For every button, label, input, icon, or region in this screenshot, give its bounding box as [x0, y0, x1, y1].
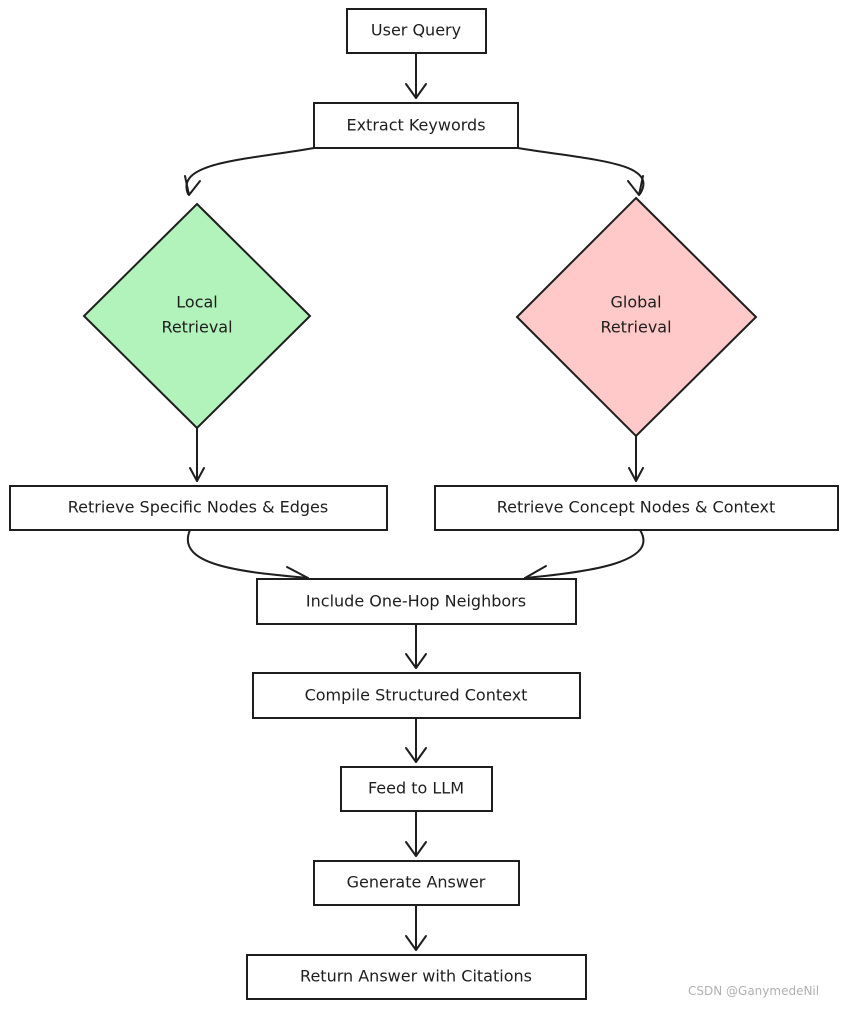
node-compile-context: Compile Structured Context [252, 672, 581, 719]
watermark-text: CSDN @GanymedeNil [688, 984, 820, 998]
edge-retrieve-specific-to-include-one-hop [186, 529, 309, 579]
diamond-shape [515, 196, 758, 438]
node-label: Retrieve Concept Nodes & Context [497, 498, 775, 517]
node-include-one-hop: Include One-Hop Neighbors [256, 578, 577, 625]
node-label: Compile Structured Context [305, 686, 528, 705]
node-label: Feed to LLM [368, 779, 464, 798]
diamond-shape [82, 202, 312, 430]
edge-retrieve-concept-to-include-one-hop [524, 529, 645, 579]
node-extract-keywords: Extract Keywords [313, 102, 519, 149]
node-label-line-2: Retrieval [600, 318, 671, 337]
node-label-line-1: Local [176, 293, 217, 312]
node-box [340, 766, 493, 812]
node-box [256, 578, 577, 625]
node-label: Extract Keywords [346, 116, 485, 135]
arrowhead [405, 653, 427, 669]
arrowhead [405, 83, 427, 99]
node-label: Include One-Hop Neighbors [306, 592, 526, 611]
node-box [434, 485, 839, 531]
node-global-retrieval: Global Retrieval [515, 196, 758, 438]
node-retrieve-concept: Retrieve Concept Nodes & Context [434, 485, 839, 531]
arrowhead [405, 935, 427, 951]
node-return-answer: Return Answer with Citations [246, 954, 587, 1000]
edge-extract-keywords-to-local-retrieval [185, 147, 315, 195]
arrowhead [405, 747, 427, 763]
node-feed-llm: Feed to LLM [340, 766, 493, 812]
node-label: Retrieve Specific Nodes & Edges [68, 498, 328, 517]
arrowhead [627, 175, 644, 196]
node-box [9, 485, 388, 531]
node-label-line-2: Retrieval [161, 318, 232, 337]
node-label: Generate Answer [347, 873, 486, 892]
arrowhead [189, 467, 205, 482]
arrowhead [184, 175, 201, 196]
node-box [313, 860, 520, 906]
node-local-retrieval: Local Retrieval [82, 202, 312, 430]
node-user-query: User Query [346, 8, 487, 54]
edge-extract-keywords-to-global-retrieval [517, 147, 645, 195]
arrowhead [628, 467, 644, 482]
node-box [246, 954, 587, 1000]
node-label: Return Answer with Citations [300, 967, 532, 986]
node-retrieve-specific: Retrieve Specific Nodes & Edges [9, 485, 388, 531]
node-label: User Query [371, 21, 461, 40]
node-box [313, 102, 519, 149]
node-box [252, 672, 581, 719]
arrowhead [405, 841, 427, 857]
node-label-line-1: Global [610, 293, 661, 312]
node-generate-answer: Generate Answer [313, 860, 520, 906]
node-box [346, 8, 487, 54]
